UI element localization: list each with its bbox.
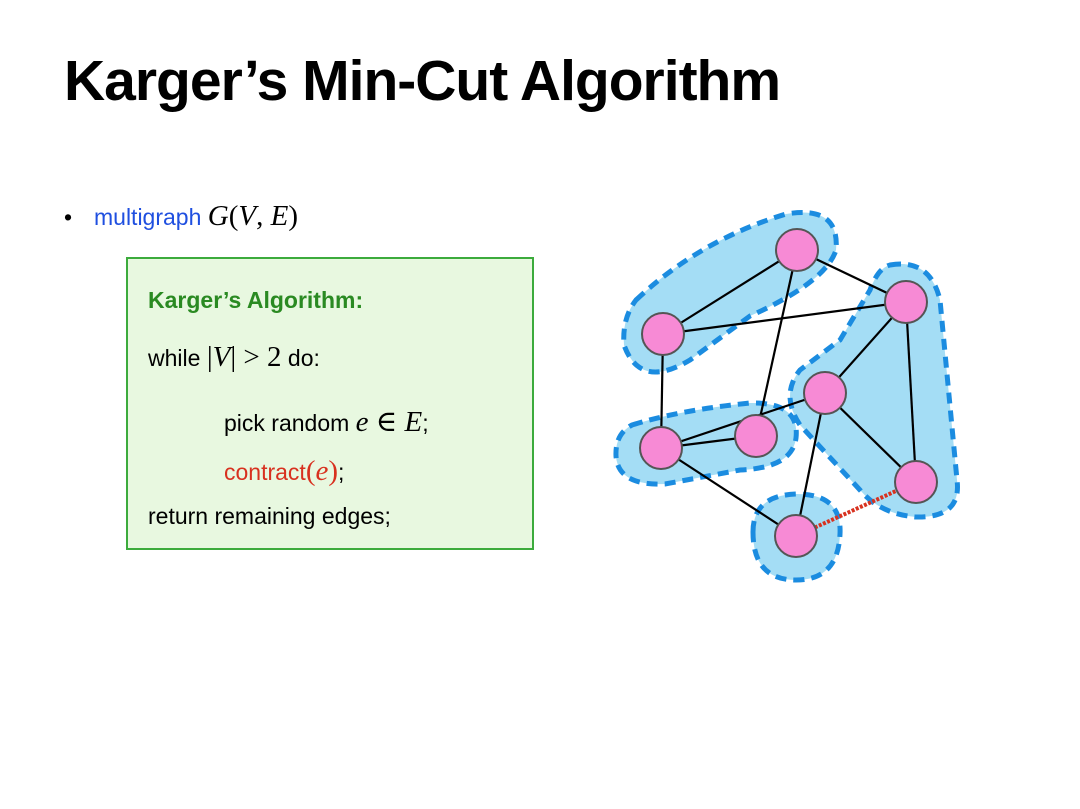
edge-d-h — [660, 447, 797, 537]
cond-rest: | > 2 — [230, 341, 282, 373]
pick-in: ∈ — [368, 406, 405, 438]
slide-title: Karger’s Min-Cut Algorithm — [64, 49, 781, 113]
contract-semicolon: ; — [338, 459, 345, 485]
math-paren-open: ( — [228, 200, 239, 232]
bullet-marker: • — [64, 204, 73, 230]
pick-text: pick random — [224, 410, 356, 436]
edge-a-f — [662, 300, 907, 336]
contract-math: (e) — [306, 455, 338, 487]
graph-nodes — [639, 228, 938, 558]
edge-b-c — [754, 249, 799, 437]
algorithm-line-contract: contract(e); — [224, 455, 344, 488]
math-V: V — [238, 200, 257, 232]
algorithm-line-while: while |V| > 2 do: — [148, 341, 320, 374]
contract-open: ( — [305, 455, 316, 487]
algorithm-title: Karger’s Algorithm: — [148, 287, 364, 313]
node-e — [803, 371, 847, 415]
math-paren-close: ) — [288, 200, 299, 232]
contract-close: ) — [328, 455, 339, 487]
bullet-text: multigraph — [94, 204, 202, 230]
contract-e: e — [315, 455, 329, 487]
node-d — [639, 426, 683, 470]
edge-e-h — [794, 392, 827, 537]
contract-text: contract — [224, 459, 306, 485]
edge-a-b — [662, 249, 798, 335]
region-e-f-g — [787, 261, 960, 520]
edge-f-g — [904, 301, 918, 483]
cond-bar: | — [206, 341, 213, 373]
graph-notation: G(V, E) — [208, 200, 298, 232]
algorithm-box: Karger’s Algorithm: while |V| > 2 do: pi… — [126, 257, 534, 550]
pick-e: e — [355, 406, 369, 438]
node-c — [734, 414, 778, 458]
math-E: E — [270, 200, 289, 232]
pick-semicolon: ; — [422, 410, 429, 436]
algorithm-line-return: return remaining edges; — [148, 503, 391, 529]
node-b — [775, 228, 819, 272]
node-g — [894, 460, 938, 504]
pick-math: e ∈ E — [356, 406, 423, 438]
while-do: do: — [281, 345, 320, 371]
node-h — [774, 514, 818, 558]
pick-E: E — [404, 406, 423, 438]
math-comma: , — [256, 200, 271, 232]
node-a — [641, 312, 685, 356]
bullet-multigraph: • multigraph G(V, E) — [64, 200, 298, 233]
while-keyword: while — [148, 345, 207, 371]
cond-V: V — [212, 341, 231, 373]
while-condition: |V| > 2 — [207, 341, 282, 373]
algorithm-line-pick: pick random e ∈ E; — [224, 404, 429, 439]
math-G: G — [207, 200, 229, 232]
node-f — [884, 280, 928, 324]
